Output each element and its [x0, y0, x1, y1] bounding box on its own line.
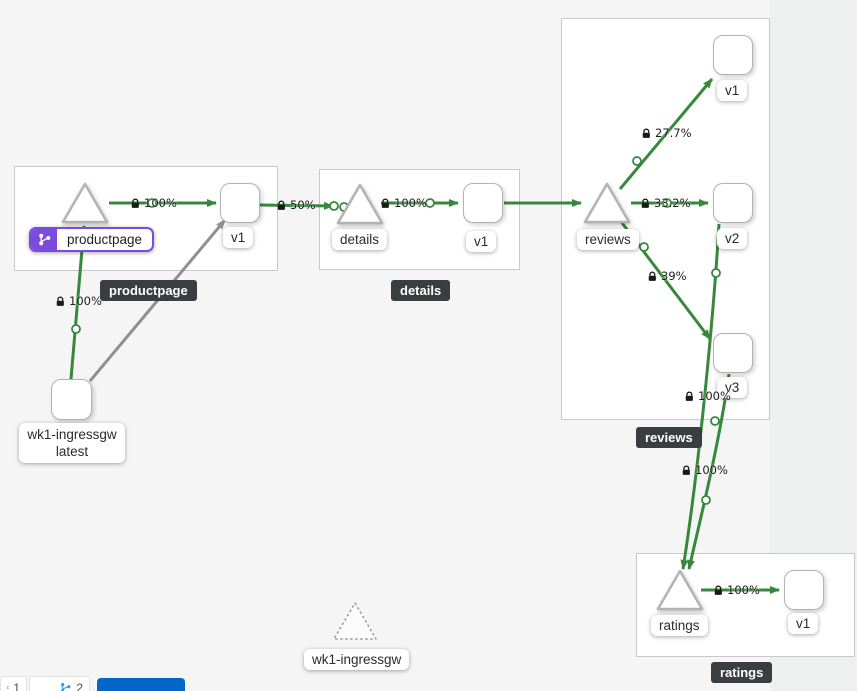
label-ratings-v1: v1 [788, 613, 819, 634]
edge-label-details-to-v1[interactable]: 100% [380, 196, 427, 210]
label-reviews-v1: v1 [717, 80, 748, 101]
node-details-service[interactable] [335, 182, 385, 226]
edge-traffic-percent: 100% [727, 583, 760, 597]
label-ratings-service: ratings [651, 615, 708, 636]
node-productpage-service[interactable] [60, 181, 110, 225]
edge-label-ratings-to-v1[interactable]: 100% [713, 583, 760, 597]
edge-traffic-percent: 27.7% [655, 126, 692, 140]
label-ingress-workload: wk1-ingressgw latest [19, 423, 125, 463]
edge-label-productpage-to-v1[interactable]: 100% [130, 196, 177, 210]
node-productpage-v1[interactable] [220, 183, 260, 223]
edge-label-reviews-to-v1[interactable]: 27.7% [641, 126, 692, 140]
edge-label-v2-to-ratings[interactable]: 100% [684, 389, 731, 403]
tooltip-ratings: ratings [711, 662, 773, 683]
node-reviews-v3[interactable] [713, 333, 753, 373]
edge-traffic-percent: 100% [394, 196, 427, 210]
edge-label-ingress-to-productpage[interactable]: 100% [55, 294, 102, 308]
edge-v1-to-details[interactable] [259, 201, 334, 210]
edge-label-v1-to-details[interactable]: 50% [276, 198, 316, 212]
edge-traffic-percent: 33.2% [654, 196, 691, 210]
label-productpage-v1: v1 [223, 227, 254, 248]
edge-traffic-percent: 100% [695, 463, 728, 477]
edge-traffic-percent: 39% [661, 269, 687, 283]
node-idle-ingress-service[interactable] [330, 599, 380, 643]
node-details-v1[interactable] [463, 183, 503, 223]
edge-v2-to-ratings[interactable] [680, 223, 721, 570]
traffic-dots [71, 156, 721, 505]
edge-label-reviews-to-v3[interactable]: 39% [647, 269, 687, 283]
footer-count-1: 1 [13, 680, 20, 691]
label-details-service: details [332, 229, 388, 250]
box-icon [7, 686, 10, 689]
legend-button[interactable] [97, 678, 185, 691]
edge-label-reviews-to-v2[interactable]: 33.2% [640, 196, 691, 210]
virtual-service-badge-icon [31, 229, 57, 250]
label-line-2: latest [55, 444, 89, 459]
mtls-lock-icon [641, 198, 650, 209]
mtls-lock-icon [682, 465, 691, 476]
branch-icon [61, 683, 71, 691]
label-line-1: wk1-ingressgw [27, 427, 117, 442]
edge-traffic-percent: 50% [290, 198, 316, 212]
label-reviews-v2: v2 [717, 228, 748, 249]
mtls-lock-icon [714, 585, 723, 596]
label-text: productpage [67, 232, 143, 247]
tooltip-details: details [391, 280, 451, 301]
node-reviews-v2[interactable] [713, 183, 753, 223]
tooltip-reviews: reviews [636, 427, 702, 448]
node-reviews-v1[interactable] [713, 35, 753, 75]
footer-count-2: 2 [76, 680, 83, 691]
edge-v3-to-ratings[interactable] [687, 373, 731, 570]
label-idle-ingress-service: wk1-ingressgw [304, 649, 410, 670]
mtls-lock-icon [131, 198, 140, 209]
edge-traffic-percent: 100% [144, 196, 177, 210]
mtls-lock-icon [685, 391, 694, 402]
footer-count-chip-1[interactable]: 1 [0, 676, 27, 691]
edge-reviews-to-v1[interactable] [618, 78, 714, 190]
tooltip-productpage: productpage [100, 280, 197, 301]
node-ingress-workload[interactable] [51, 379, 92, 420]
edge-traffic-percent: 100% [698, 389, 731, 403]
node-ratings-v1[interactable] [784, 570, 824, 610]
mtls-lock-icon [381, 198, 390, 209]
label-reviews-service: reviews [577, 229, 639, 250]
edge-traffic-percent: 100% [69, 294, 102, 308]
mtls-lock-icon [56, 296, 65, 307]
footer-count-chip-2[interactable]: 2 [29, 676, 90, 691]
node-ratings-service[interactable] [655, 568, 705, 612]
mtls-lock-icon [642, 128, 651, 139]
mtls-lock-icon [648, 271, 657, 282]
edge-label-v3-to-ratings[interactable]: 100% [681, 463, 728, 477]
label-productpage-service[interactable]: productpage [29, 227, 155, 252]
label-reviews-v3: v3 [717, 377, 748, 398]
mtls-lock-icon [277, 200, 286, 211]
node-reviews-service[interactable] [582, 181, 632, 225]
label-details-v1: v1 [466, 231, 497, 252]
